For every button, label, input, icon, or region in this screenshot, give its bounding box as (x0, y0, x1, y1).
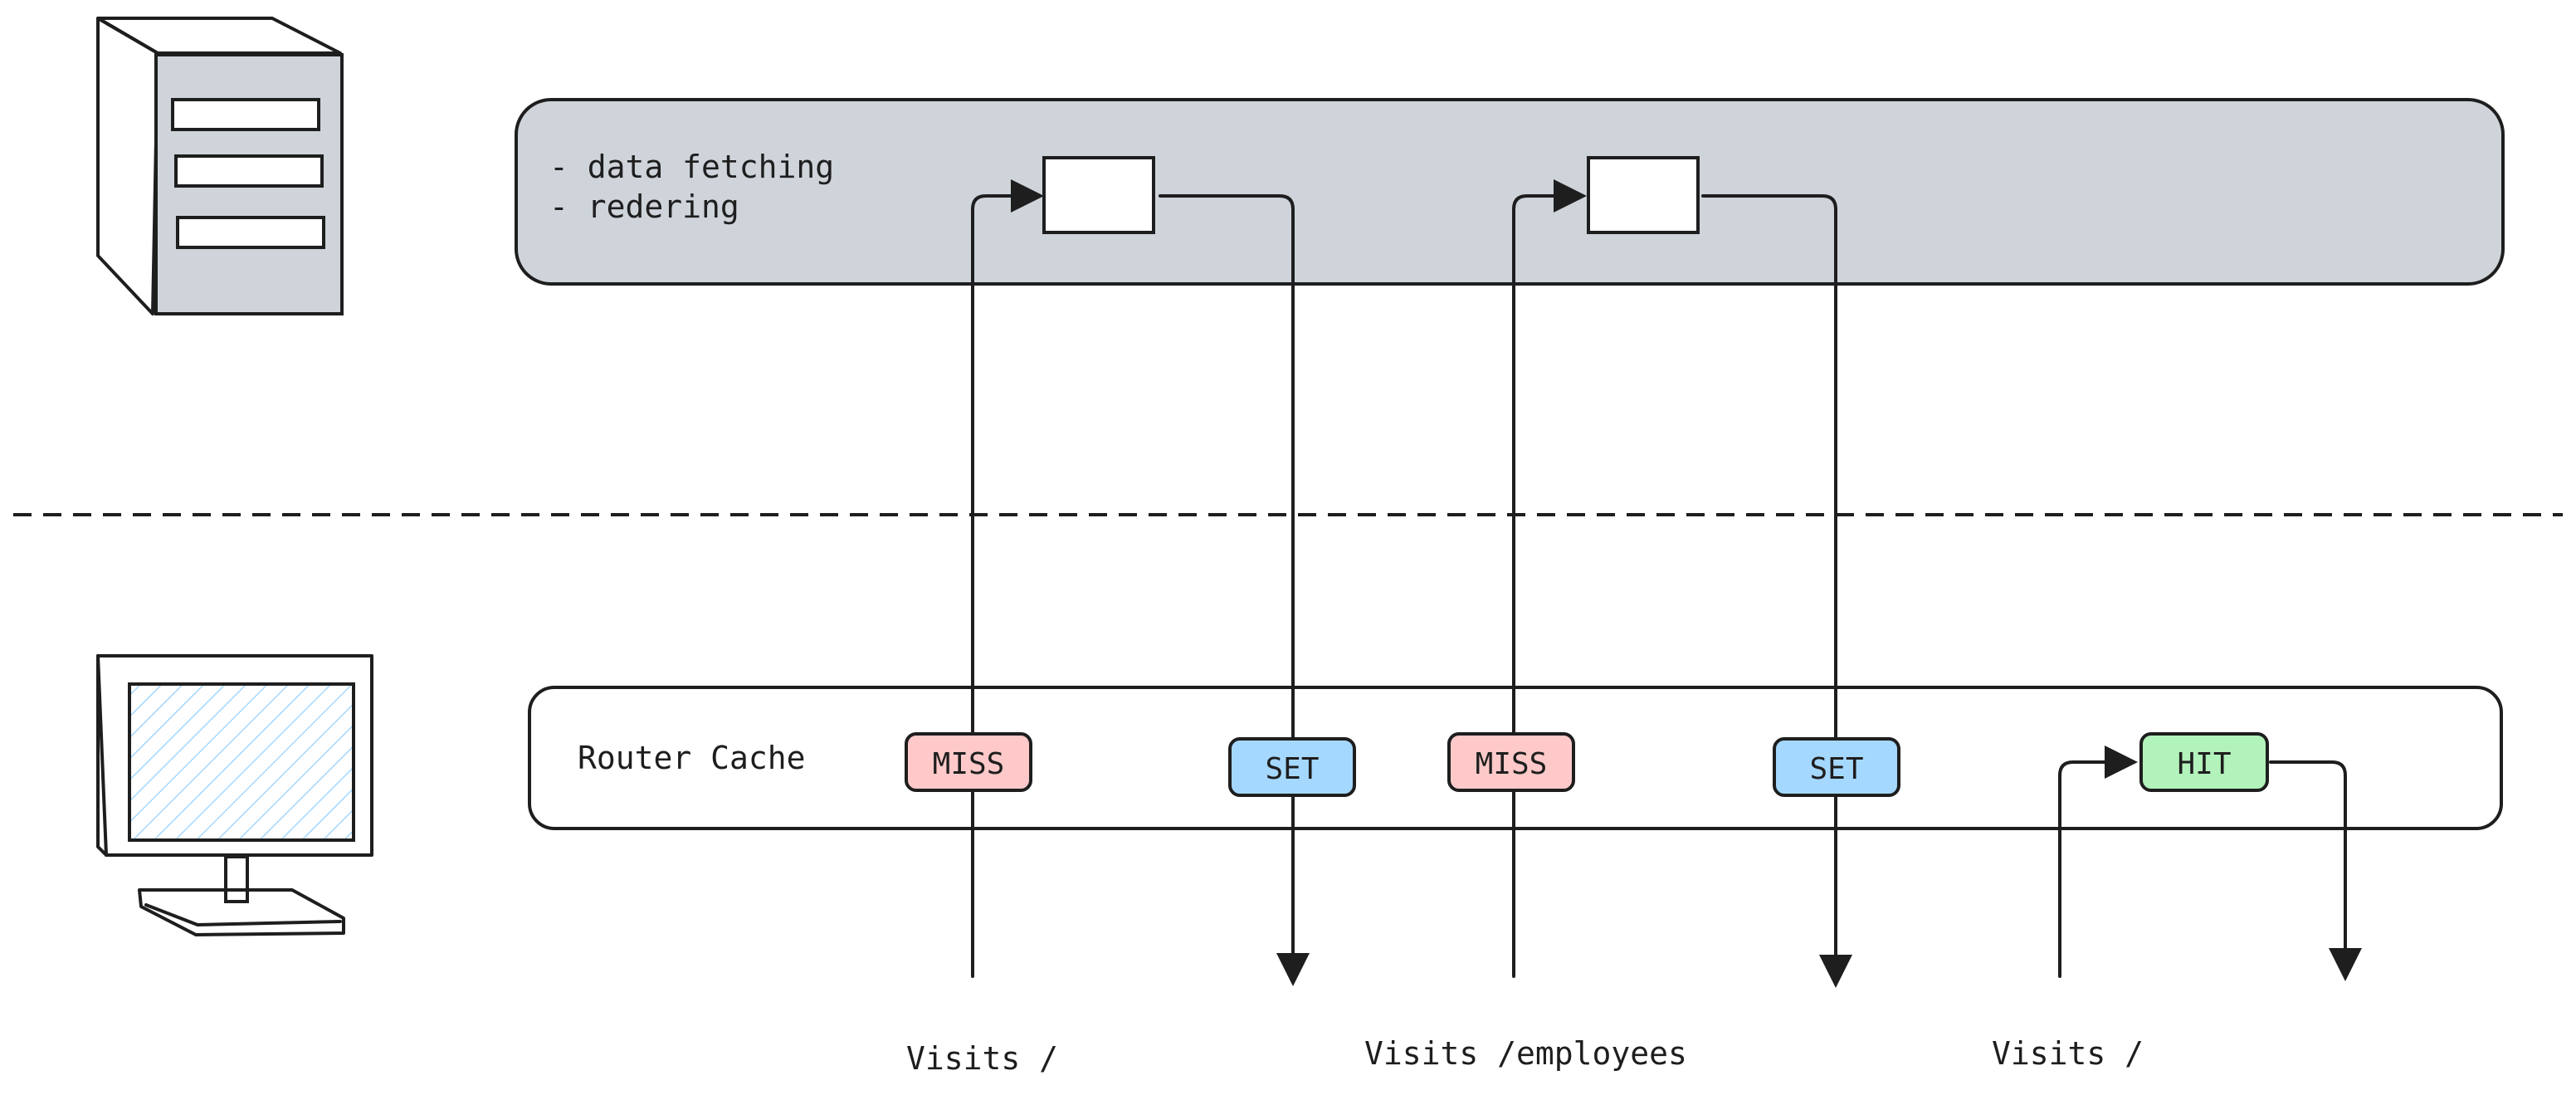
server-panel: - data fetching - redering (515, 98, 2505, 286)
miss-badge-label: MISS (1476, 747, 1548, 781)
response-flow-root-1 (1159, 194, 1310, 986)
hit-badge: HIT (2139, 732, 2269, 792)
server-slot (174, 154, 324, 188)
set-badge-label: SET (1809, 752, 1863, 786)
miss-badge-label: MISS (933, 747, 1005, 781)
render-step-box-1 (1042, 156, 1155, 234)
server-panel-line-2: - redering (549, 188, 739, 225)
server-panel-line-1: - data fetching (549, 149, 834, 185)
monitor-screen (128, 682, 355, 842)
server-slot (171, 98, 320, 131)
monitor-icon (96, 654, 373, 936)
miss-badge: MISS (905, 732, 1032, 792)
visit-label-root-2: Visits / (1992, 1035, 2144, 1072)
request-flow-employees (1512, 179, 1587, 978)
set-badge: SET (1773, 737, 1900, 797)
set-badge: SET (1228, 737, 1356, 797)
visit-label-root-1: Visits / (906, 1040, 1058, 1077)
set-badge-label: SET (1265, 752, 1319, 786)
response-flow-root-2 (2269, 760, 2362, 981)
miss-badge: MISS (1447, 732, 1575, 792)
visit-label-employees: Visits /employees (1364, 1035, 1687, 1072)
monitor-neck (224, 855, 249, 903)
flow-lines (971, 179, 2362, 988)
server-icon (96, 17, 344, 315)
render-step-box-2 (1587, 156, 1700, 234)
request-flow-root-1 (971, 179, 1044, 978)
hit-badge-label: HIT (2177, 747, 2231, 781)
request-flow-root-2 (2058, 745, 2138, 978)
router-cache-label: Router Cache (578, 740, 806, 776)
server-panel-box (515, 98, 2505, 286)
response-flow-employees (1701, 194, 1852, 988)
server-slot (176, 216, 325, 249)
